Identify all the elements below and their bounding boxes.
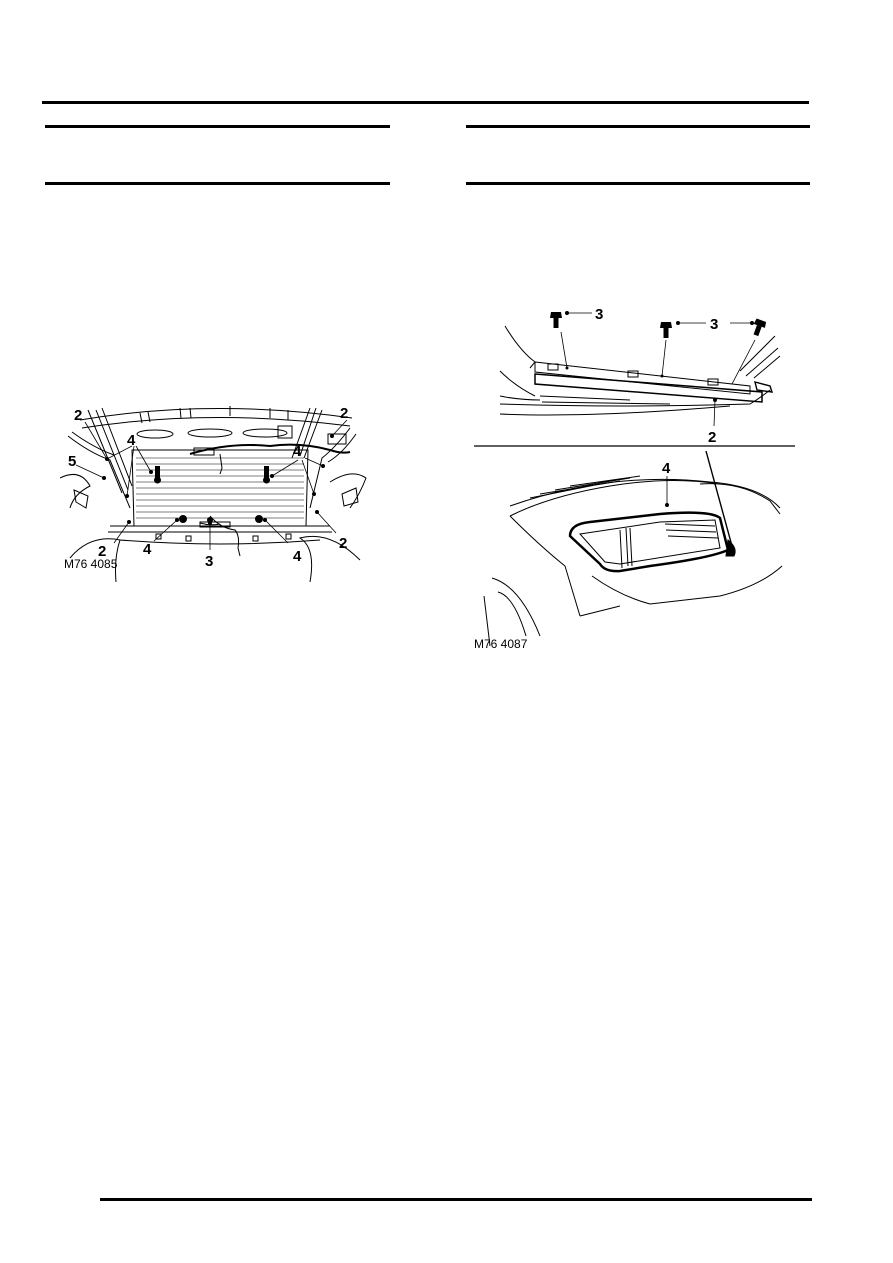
left-section-bottom-rule xyxy=(45,182,390,185)
callout-4-sunroof-seal: 4 xyxy=(662,460,671,477)
trim-strip-and-seal-illustration: 3 3 2 xyxy=(474,306,795,651)
callout-2-trim-strip: 2 xyxy=(708,429,716,446)
callout-4-upper-left: 4 xyxy=(127,432,136,449)
callout-4-bottom-left-center: 4 xyxy=(143,541,152,558)
callout-4-upper-right: 4 xyxy=(293,443,302,460)
callout-3-bottom-center: 3 xyxy=(205,553,213,570)
roof-interior-illustration: 2 2 4 4 5 2 4 3 4 2 M76 4085 xyxy=(60,405,367,582)
bolt-icons xyxy=(550,312,767,338)
figure-ref-left: M76 4085 xyxy=(64,557,118,571)
page-header-rule xyxy=(42,101,809,104)
callout-3-left-bolt: 3 xyxy=(595,306,603,323)
left-section-top-rule xyxy=(45,125,390,128)
figure-ref-right: M76 4087 xyxy=(474,637,528,651)
callout-3-right-bolts: 3 xyxy=(710,316,718,333)
page-footer-rule xyxy=(100,1198,812,1201)
right-section-bottom-rule xyxy=(466,182,810,185)
callout-5-left: 5 xyxy=(68,453,76,470)
right-section-top-rule xyxy=(466,125,810,128)
figure-headlining-removal: 2 2 4 4 5 2 4 3 4 2 M76 4085 xyxy=(60,398,372,582)
figure-trim-and-seal: 3 3 2 xyxy=(470,296,800,652)
callout-2-bottom-right: 2 xyxy=(339,535,347,552)
callout-2-top-right: 2 xyxy=(340,405,348,422)
callout-2-top-left: 2 xyxy=(74,407,82,424)
callout-4-bottom-right-center: 4 xyxy=(293,548,302,565)
callout-2-bottom-left: 2 xyxy=(98,543,106,560)
